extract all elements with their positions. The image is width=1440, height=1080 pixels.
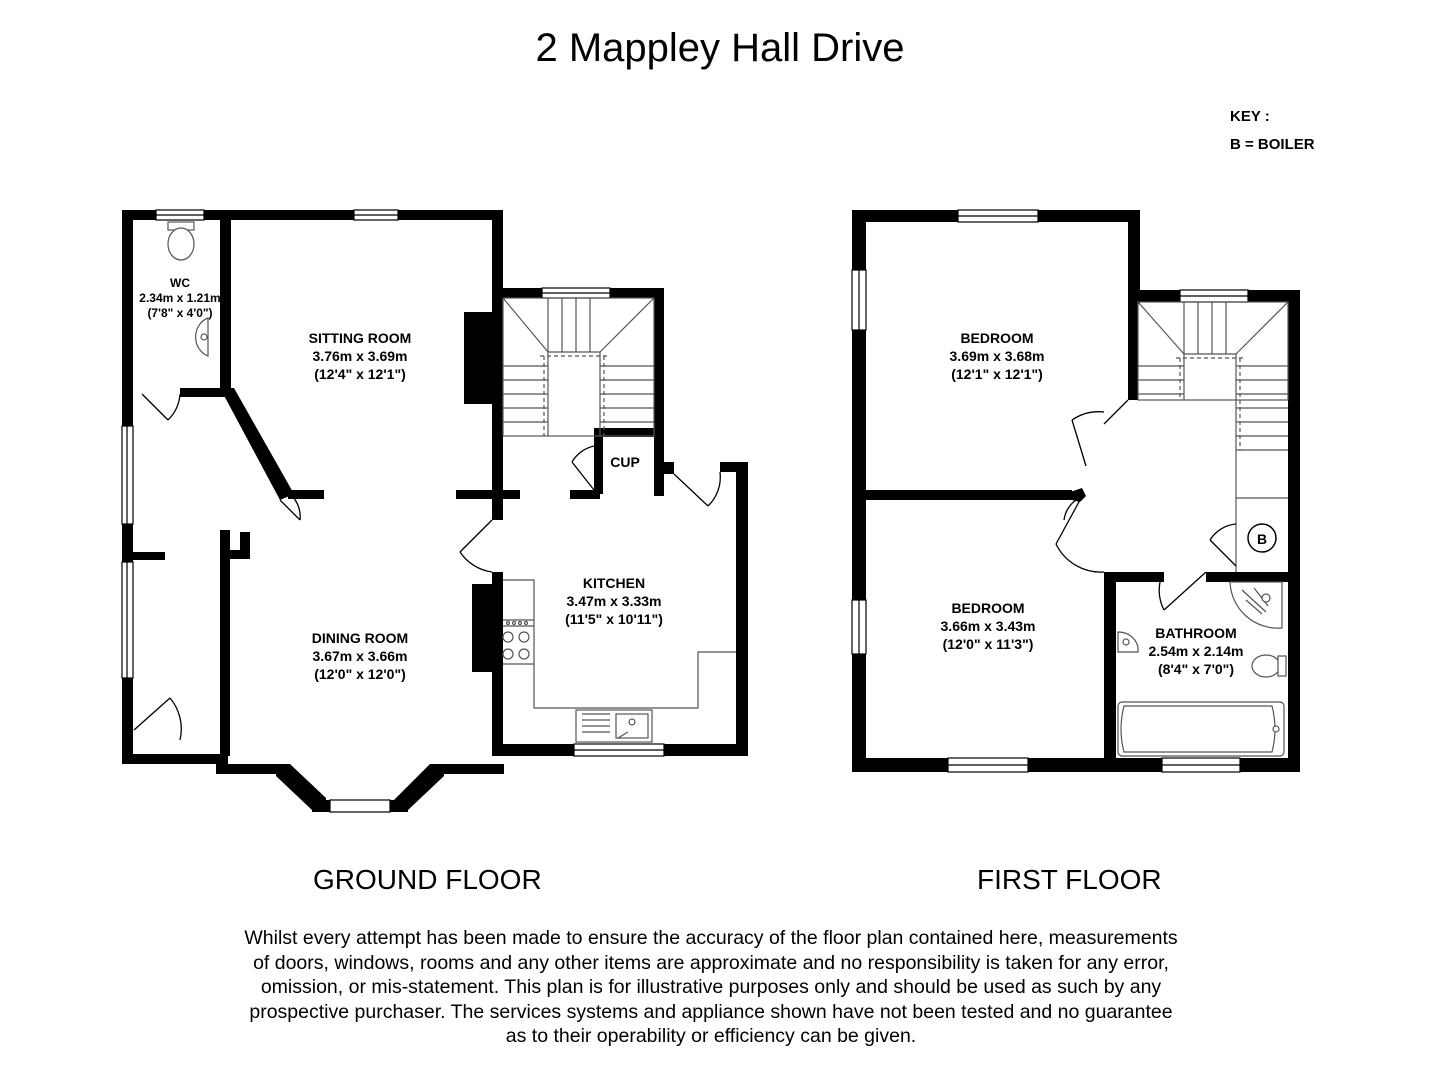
first-floor-plan: B (851, 209, 1300, 773)
hob-ring (518, 631, 530, 643)
wc-fixtures (167, 221, 209, 357)
wc-imperial: (7'8" x 4'0") (147, 306, 212, 320)
bedroom-1-imperial: (12'1" x 12'1") (951, 366, 1043, 382)
ground-floor-label: GROUND FLOOR (313, 864, 542, 895)
hob-ring (502, 648, 514, 660)
ground-floor-plan (121, 209, 748, 813)
dining-room-metric: 3.67m x 3.66m (313, 648, 408, 664)
room-labels: WC 2.34m x 1.21m (7'8" x 4'0") SITTING R… (139, 276, 1243, 682)
sitting-room-imperial: (12'4" x 12'1") (314, 366, 406, 382)
bedroom-1-name: BEDROOM (960, 330, 1033, 346)
key-legend: KEY : B = BOILER (1230, 103, 1315, 159)
first-doors (1055, 399, 1237, 611)
first-floor-label: FIRST FLOOR (977, 864, 1162, 895)
dining-room-imperial: (12'0" x 12'0") (314, 666, 406, 682)
bathroom-toilet (1251, 654, 1281, 678)
bedroom-2-imperial: (12'0" x 11'3") (943, 636, 1034, 652)
wc-metric: 2.34m x 1.21m (139, 291, 220, 305)
hob-ring (518, 648, 530, 660)
wc-name: WC (170, 276, 190, 290)
boiler-label: B (1257, 531, 1267, 547)
kitchen-imperial: (11'5" x 10'11") (565, 611, 663, 627)
ground-windows (121, 209, 665, 813)
bathroom-imperial: (8'4" x 7'0") (1158, 661, 1234, 677)
toilet-bowl (167, 227, 195, 261)
boiler-symbol: B (1247, 523, 1277, 553)
dining-room-name: DINING ROOM (312, 630, 408, 646)
ground-walls (122, 210, 748, 812)
key-entry-boiler: B = BOILER (1230, 136, 1315, 153)
ground-staircase (502, 297, 655, 437)
disclaimer-line: omission, or mis-statement. This plan is… (260, 976, 1162, 998)
sitting-room-name: SITTING ROOM (309, 330, 412, 346)
bathroom-fixtures (1117, 581, 1287, 757)
kitchen-fixtures (502, 579, 736, 743)
disclaimer-line: of doors, windows, rooms and any other i… (253, 951, 1169, 974)
kitchen-metric: 3.47m x 3.33m (567, 593, 662, 609)
bedroom-1-metric: 3.69m x 3.68m (950, 348, 1045, 364)
shower-tray (1229, 581, 1283, 629)
bedroom-2-name: BEDROOM (951, 600, 1024, 616)
disclaimer-line: prospective purchaser. The services syst… (249, 1000, 1173, 1023)
kitchen-name: KITCHEN (583, 575, 645, 591)
floor-plan-drawing: B WC 2.34m x 1.21m (7'8" x 4'0") SITTING… (121, 209, 1300, 813)
hob-ring (502, 631, 514, 643)
first-walls (852, 210, 1300, 772)
plan-title: 2 Mappley Hall Drive (535, 26, 905, 70)
bathroom-name: BATHROOM (1155, 625, 1236, 641)
key-heading: KEY : (1230, 108, 1270, 125)
bedroom-2-metric: 3.66m x 3.43m (941, 618, 1036, 634)
ground-doors (133, 393, 721, 741)
disclaimer-line: as to their operability or efficiency ca… (505, 1025, 917, 1047)
sitting-room-metric: 3.76m x 3.69m (313, 348, 408, 364)
cupboard-name: CUP (610, 454, 640, 470)
shower-head (1261, 593, 1271, 603)
disclaimer-line: Whilst every attempt has been made to en… (244, 927, 1178, 949)
bathroom-metric: 2.54m x 2.14m (1149, 643, 1244, 659)
first-windows (851, 209, 1249, 773)
disclaimer: Whilst every attempt has been made to en… (200, 926, 1222, 1049)
kitchen-sink (575, 709, 653, 743)
first-staircase (1137, 301, 1289, 572)
